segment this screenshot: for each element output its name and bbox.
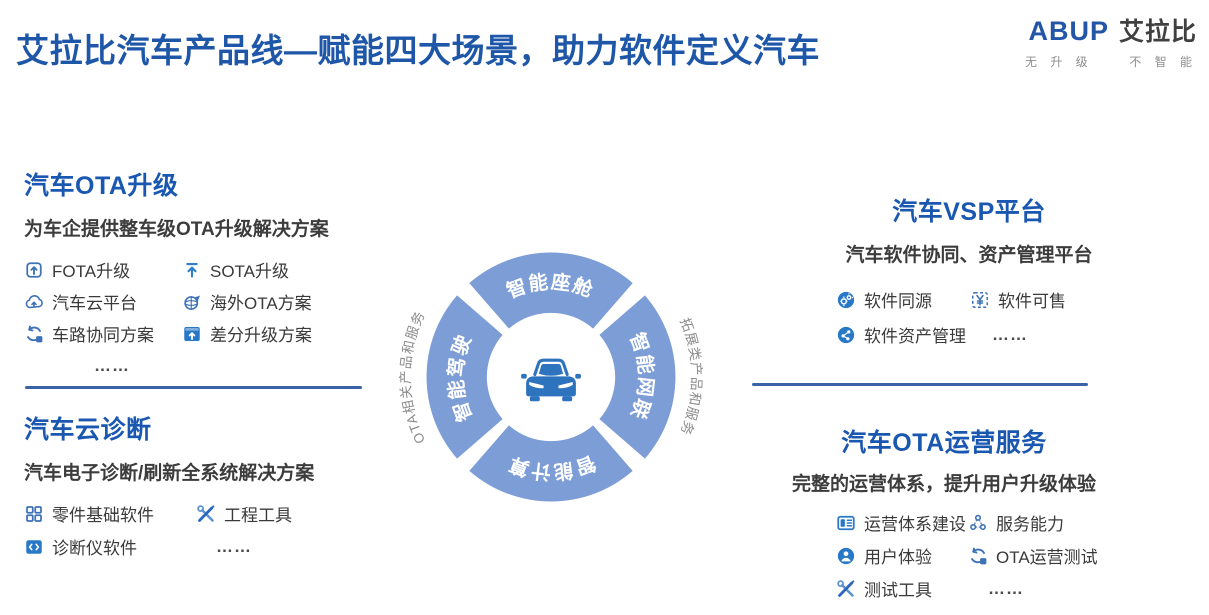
logo: ABUP 艾拉比 无 升 级 不 智 能 <box>1025 12 1197 70</box>
logo-tagline: 无 升 级 不 智 能 <box>1025 53 1197 70</box>
logo-tagline-left: 无 升 级 <box>1025 55 1093 69</box>
vsp-platform-items: 软件同源 软件可售 软件资产管理 …… <box>836 289 1110 346</box>
feature-label: 零件基础软件 <box>52 506 154 525</box>
software-sellable-icon <box>970 290 990 310</box>
feature-item: 零件基础软件 <box>24 503 196 525</box>
feature-label: SOTA升级 <box>210 262 290 281</box>
divider-left <box>25 386 362 389</box>
feature-label: 软件可售 <box>998 292 1066 311</box>
ring-segment-right <box>599 295 676 459</box>
ellipsis-label: …… <box>988 578 1024 598</box>
outer-label-left: OTA相关产品和服务 <box>398 308 428 446</box>
vsp-platform-subtitle: 汽车软件协同、资产管理平台 <box>845 245 1093 266</box>
operation-system-icon <box>836 513 856 533</box>
feature-item: SOTA升级 <box>182 259 384 281</box>
outer-label-right: 拓展类产品和服务 <box>678 316 705 439</box>
feature-item: 软件同源 <box>836 289 970 311</box>
feature-item-ellipsis: …… <box>24 355 182 376</box>
logo-brand-row: ABUP 艾拉比 <box>1025 12 1197 48</box>
scenario-ring-diagram: 智能座舱 智能网联 智能计算 智能驾驶 OTA相关产品和服务 拓展类产品和服务 <box>398 252 705 502</box>
feature-item: 诊断仪软件 <box>24 536 196 558</box>
upload-icon <box>182 260 202 280</box>
feature-label: 诊断仪软件 <box>52 539 137 558</box>
feature-label: 工程工具 <box>224 506 292 525</box>
global-ota-icon <box>182 292 202 312</box>
cloud-diagnosis-heading: 汽车云诊断 <box>24 416 152 444</box>
feature-item: 汽车云平台 <box>24 291 182 313</box>
section-ota-operation: 汽车OTA运营服务 完整的运营体系，提升用户升级体验 运营体系建设 服务能力 用… <box>778 423 1110 600</box>
ring-segment-bottom <box>469 425 633 502</box>
ota-upgrade-heading: 汽车OTA升级 <box>24 172 179 200</box>
feature-label: 测试工具 <box>864 581 932 600</box>
feature-label: 海外OTA方案 <box>210 294 312 313</box>
vsp-platform-heading: 汽车VSP平台 <box>892 198 1046 226</box>
divider-right <box>752 383 1088 386</box>
feature-item: 用户体验 <box>836 545 968 567</box>
diagnostic-code-icon <box>24 537 44 557</box>
v2x-sync-icon <box>24 324 44 344</box>
feature-item: 海外OTA方案 <box>182 291 384 313</box>
section-ota-upgrade: 汽车OTA升级 为车企提供整车级OTA升级解决方案 FOTA升级 SOTA升级 … <box>24 166 384 376</box>
feature-item-ellipsis: …… <box>970 324 1110 345</box>
ota-upgrade-items: FOTA升级 SOTA升级 汽车云平台 海外OTA方案 车路协同方案 差分升级方… <box>24 259 384 376</box>
cloud-diagnosis-items: 零件基础软件 工程工具 诊断仪软件 …… <box>24 503 384 558</box>
feature-item: 车路协同方案 <box>24 323 182 345</box>
logo-brand-text: ABUP <box>1028 16 1109 46</box>
feature-item: 运营体系建设 <box>836 512 968 534</box>
test-tools-icon <box>836 579 856 599</box>
feature-item: 测试工具 <box>836 578 968 600</box>
ellipsis-label: …… <box>992 324 1028 344</box>
feature-label: 用户体验 <box>864 548 932 567</box>
user-experience-icon <box>836 546 856 566</box>
components-grid-icon <box>24 504 44 524</box>
cloud-diagnosis-subtitle: 汽车电子诊断/刷新全系统解决方案 <box>24 463 315 484</box>
section-vsp-platform: 汽车VSP平台 汽车软件协同、资产管理平台 软件同源 软件可售 软件资产管理 …… <box>828 192 1110 346</box>
ellipsis-label: …… <box>94 355 130 375</box>
engineering-tools-icon <box>196 504 216 524</box>
logo-tagline-right: 不 智 能 <box>1129 55 1197 69</box>
feature-label: 差分升级方案 <box>210 326 312 345</box>
feature-item: 软件可售 <box>970 289 1110 311</box>
feature-label: 运营体系建设 <box>864 515 966 534</box>
ota-operation-items: 运营体系建设 服务能力 用户体验 OTA运营测试 测试工具 …… <box>836 512 1110 600</box>
feature-label: 软件同源 <box>864 292 932 311</box>
asset-management-icon <box>836 325 856 345</box>
software-homology-icon <box>836 290 856 310</box>
feature-item: FOTA升级 <box>24 259 182 281</box>
feature-item-ellipsis: …… <box>968 578 1110 599</box>
feature-item: 软件资产管理 <box>836 324 970 346</box>
ellipsis-label: …… <box>216 536 252 556</box>
ring-segment-left <box>426 295 503 459</box>
feature-item: OTA运营测试 <box>968 545 1110 567</box>
ota-operation-subtitle: 完整的运营体系，提升用户升级体验 <box>791 474 1096 495</box>
feature-label: 汽车云平台 <box>52 294 137 313</box>
feature-label: FOTA升级 <box>52 262 131 281</box>
car-icon <box>519 358 583 403</box>
ota-operation-heading: 汽车OTA运营服务 <box>841 429 1047 457</box>
feature-label: 软件资产管理 <box>864 327 966 346</box>
feature-label: 服务能力 <box>996 515 1064 534</box>
feature-label: OTA运营测试 <box>996 548 1098 567</box>
service-capability-icon <box>968 513 988 533</box>
ota-upgrade-subtitle: 为车企提供整车级OTA升级解决方案 <box>24 219 329 240</box>
ring-segment-top <box>469 252 633 329</box>
feature-item: 差分升级方案 <box>182 323 384 345</box>
feature-item: 服务能力 <box>968 512 1110 534</box>
feature-label: 车路协同方案 <box>52 326 154 345</box>
diff-upgrade-icon <box>182 324 202 344</box>
cloud-upload-icon <box>24 292 44 312</box>
feature-item: 工程工具 <box>196 503 384 525</box>
feature-item-ellipsis: …… <box>196 536 384 557</box>
ota-test-sync-icon <box>968 546 988 566</box>
logo-brand-cn: 艾拉比 <box>1118 18 1197 46</box>
chip-upgrade-icon <box>24 260 44 280</box>
page-title: 艾拉比汽车产品线—赋能四大场景，助力软件定义汽车 <box>16 32 820 69</box>
section-cloud-diagnosis: 汽车云诊断 汽车电子诊断/刷新全系统解决方案 零件基础软件 工程工具 诊断仪软件… <box>24 410 384 558</box>
